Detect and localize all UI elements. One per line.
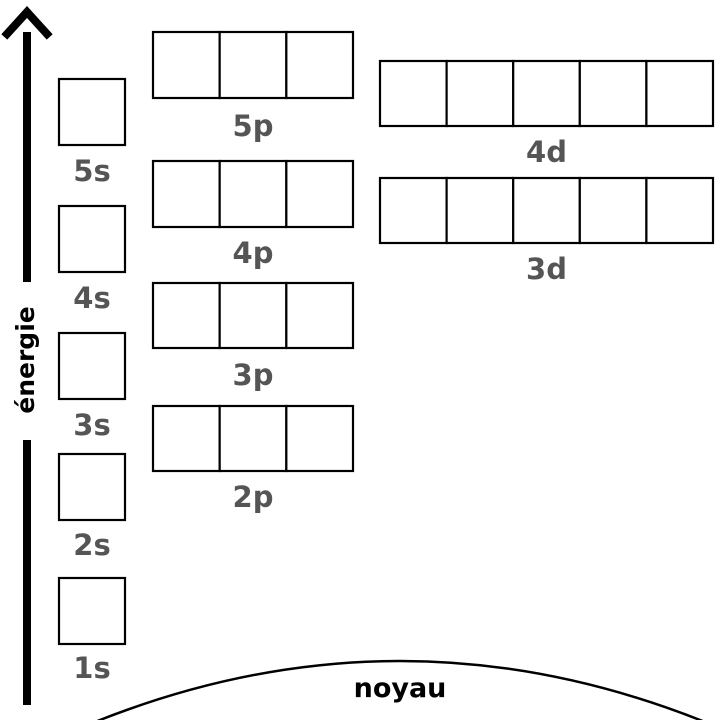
- energy-axis: énergie: [1, 6, 53, 705]
- orbital-1s: 1s: [57, 576, 127, 685]
- orbital-box: [578, 176, 648, 245]
- orbital-box: [285, 30, 355, 100]
- orbital-box: [645, 176, 715, 245]
- orbital-2p: 2p: [151, 404, 355, 514]
- orbital-3p: 3p: [151, 281, 355, 392]
- orbital-box: [57, 452, 127, 522]
- orbital-box: [578, 59, 648, 128]
- orbital-2s: 2s: [57, 452, 127, 562]
- orbital-box: [151, 30, 221, 100]
- orbital-box: [57, 576, 127, 646]
- orbital-box: [512, 176, 581, 245]
- orbital-3s: 3s: [57, 331, 127, 442]
- orbital-box: [218, 30, 288, 100]
- orbital-box: [645, 59, 715, 128]
- orbital-label: 2s: [73, 528, 110, 562]
- orbital-label: 3d: [526, 252, 567, 286]
- orbital-box: [285, 281, 355, 350]
- orbital-label: 5p: [233, 109, 274, 143]
- orbital-label: 1s: [73, 651, 110, 685]
- orbital-5s: 5s: [57, 77, 127, 188]
- orbital-box: [285, 404, 355, 473]
- orbital-box: [218, 281, 288, 350]
- nucleus-label: noyau: [354, 673, 447, 704]
- orbital-box: [151, 404, 221, 473]
- orbital-box: [378, 176, 448, 245]
- orbital-4s: 4s: [57, 204, 127, 315]
- orbital-box: [57, 77, 127, 147]
- orbital-box: [445, 59, 515, 128]
- orbital-box: [57, 331, 127, 401]
- nucleus-arc: [96, 659, 704, 720]
- orbital-box: [151, 159, 221, 229]
- axis-arrowhead-icon: [1, 6, 53, 40]
- orbital-box: [151, 281, 221, 350]
- orbital-3d: 3d: [378, 176, 715, 286]
- orbital-label: 4p: [233, 236, 274, 270]
- orbital-label: 4s: [73, 281, 110, 315]
- orbital-box: [218, 159, 288, 229]
- orbital-box: [445, 176, 515, 245]
- orbital-label: 3p: [233, 358, 274, 392]
- orbital-4p: 4p: [151, 159, 355, 270]
- orbital-label: 3s: [73, 408, 110, 442]
- axis-label: énergie: [11, 306, 40, 413]
- orbital-box: [218, 404, 288, 473]
- orbital-box: [57, 204, 127, 274]
- orbital-label: 4d: [526, 135, 567, 169]
- orbital-5p: 5p: [151, 30, 355, 143]
- orbital-label: 5s: [73, 154, 110, 188]
- orbital-box: [378, 59, 448, 128]
- orbital-4d: 4d: [378, 59, 715, 169]
- orbital-label: 2p: [233, 480, 274, 514]
- nucleus: noyau: [96, 659, 704, 720]
- orbital-box: [512, 59, 581, 128]
- orbital-layer: 1s 2s 3s 4s 5s 2p 3p 4p 5p 3d 4d: [57, 30, 715, 685]
- orbital-box: [285, 159, 355, 229]
